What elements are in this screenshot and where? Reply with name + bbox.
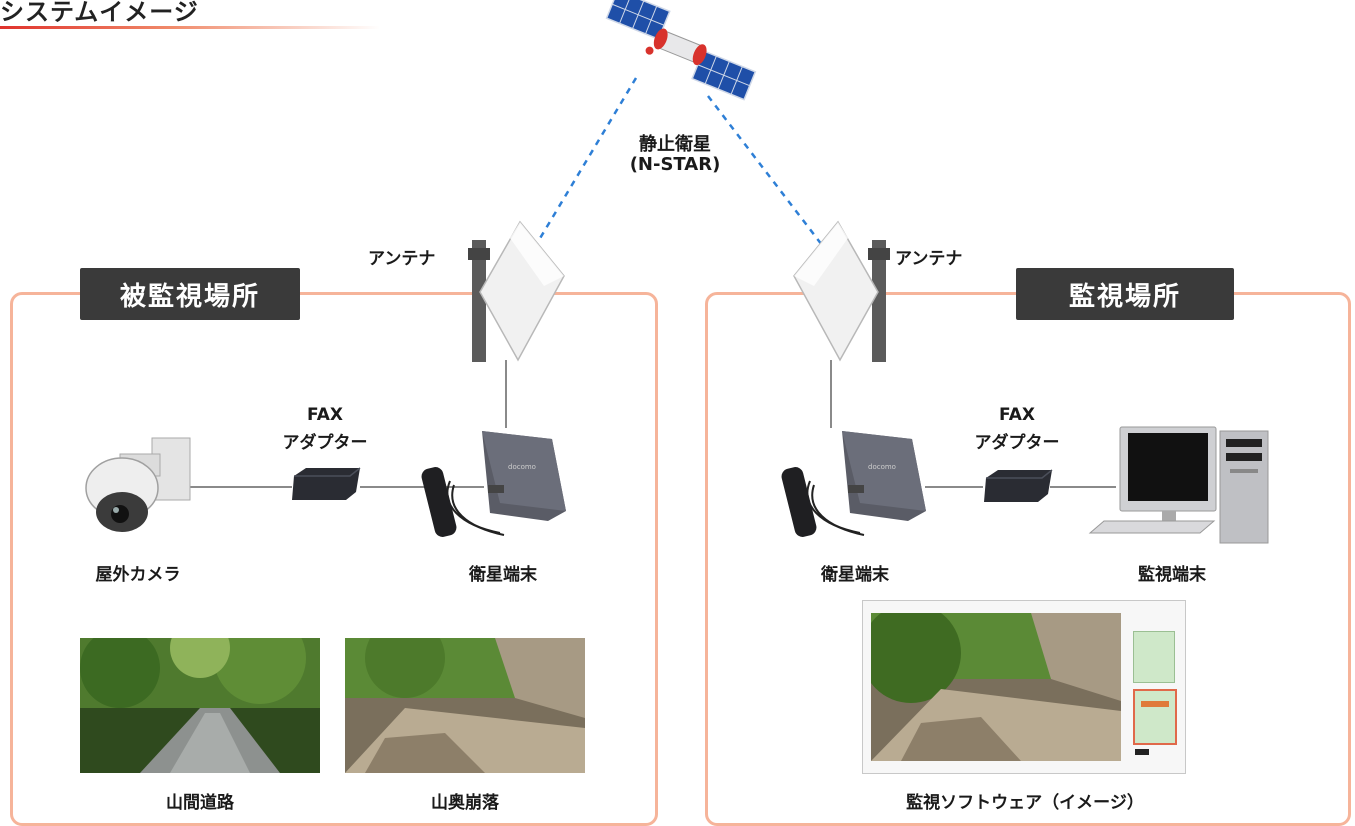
monitoring-site-title: 監視場所 [1016, 268, 1234, 320]
fax-adapter-icon-left [292, 467, 361, 500]
satellite-icon [605, 0, 757, 101]
antenna-terminal-line-left [505, 360, 507, 428]
fax-label-left-line2: アダプター [282, 433, 368, 453]
antenna-label-right: アンテナ [895, 249, 963, 269]
terminal-label-right: 衛星端末 [821, 565, 889, 585]
software-keypad-panel [1133, 631, 1175, 683]
satellite-terminal-icon-right: docomo [781, 431, 926, 537]
monitoring-pc-icon [1088, 426, 1269, 544]
fax-label-right-line2: アダプター [974, 433, 1060, 453]
fax-pc-line [1050, 486, 1116, 488]
monitored-site-title: 被監視場所 [80, 268, 300, 320]
camera-fax-line [190, 486, 292, 488]
terminal-fax-line-right [925, 486, 983, 488]
fax-adapter-icon-right [984, 469, 1053, 502]
svg-text:docomo: docomo [508, 463, 536, 471]
antenna-icon-left [468, 220, 565, 362]
satellite-name: 静止衛星 [639, 134, 711, 155]
landslide-label: 山奥崩落 [431, 793, 499, 813]
software-label: 監視ソフトウェア（イメージ） [906, 793, 1144, 813]
mountain-road-photo [80, 638, 320, 773]
software-status-panel [1133, 689, 1177, 745]
satellite-terminal-icon-left: docomo [421, 431, 566, 537]
page-heading: システムイメージ [0, 0, 199, 26]
camera-label: 屋外カメラ [95, 565, 181, 585]
landslide-photo [345, 638, 585, 773]
pc-label: 監視端末 [1138, 565, 1206, 585]
antenna-label-left: アンテナ [368, 249, 436, 269]
fax-terminal-line-left [360, 486, 484, 488]
outdoor-camera-icon [85, 437, 191, 532]
heading-underline [0, 26, 380, 29]
terminal-label-left: 衛星端末 [469, 565, 537, 585]
antenna-terminal-line-right [830, 360, 832, 428]
software-button [1135, 749, 1149, 755]
svg-text:docomo: docomo [868, 463, 896, 471]
mountain-road-label: 山間道路 [166, 793, 234, 813]
software-video-pane [871, 613, 1121, 761]
monitoring-software-window [862, 600, 1186, 774]
satellite-code: (N-STAR) [629, 154, 721, 175]
antenna-icon-right [793, 220, 890, 362]
fax-label-left-line1: FAX [307, 405, 343, 425]
fax-label-right-line1: FAX [999, 405, 1035, 425]
